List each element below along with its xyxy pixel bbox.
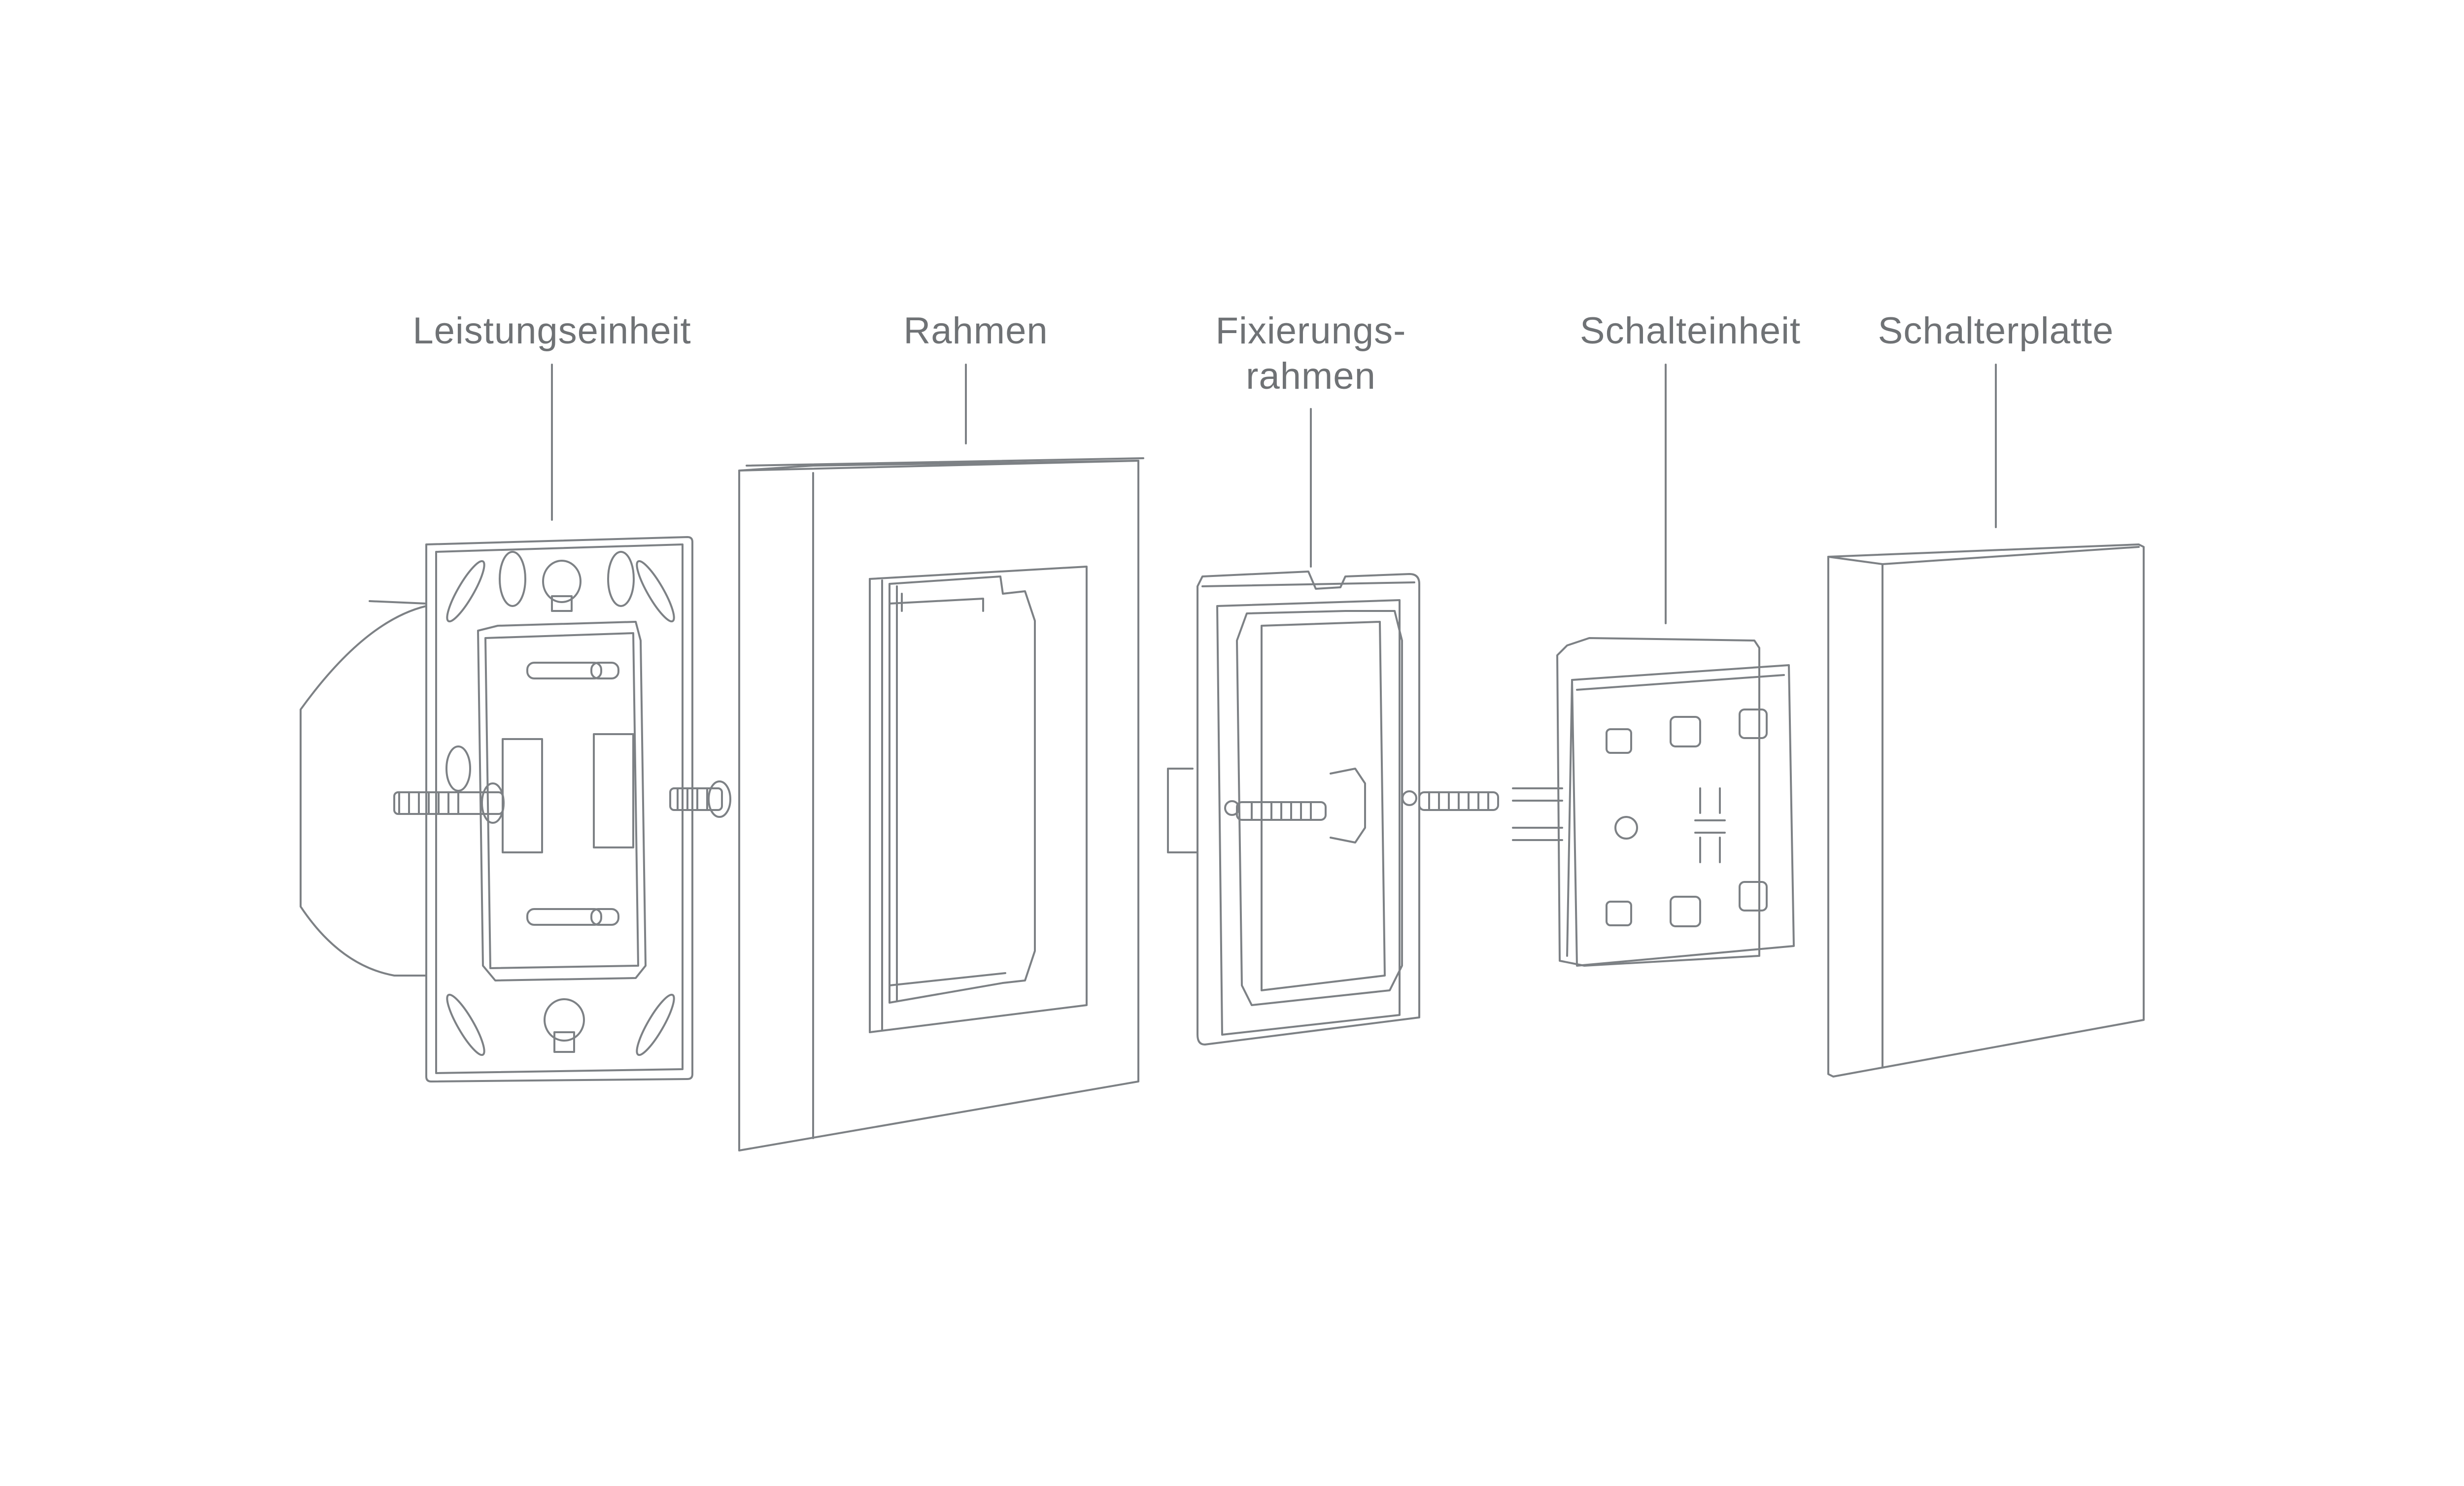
label-schalteinheit: Schalteinheit (1579, 310, 1801, 352)
leistungseinheit-part (300, 536, 731, 1082)
label-fixierungsrahmen-line2: rahmen (1246, 355, 1376, 397)
label-rahmen: Rahmen (903, 310, 1048, 352)
fixierungsrahmen-part (1167, 571, 1499, 1046)
label-schalterplatte: Schalterplatte (1878, 310, 2114, 352)
schalteinheit-part (1512, 637, 1795, 967)
rahmen-part (738, 457, 1144, 1151)
label-fixierungsrahmen-line1: Fixierungs- (1215, 310, 1406, 352)
schalterplatte-part (1827, 543, 2145, 1078)
label-leistungseinheit: Leistungseinheit (412, 310, 691, 352)
